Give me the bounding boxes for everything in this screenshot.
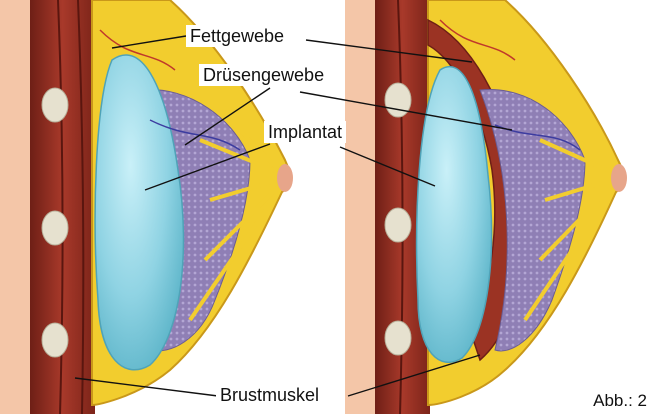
figure-number: Abb.: 2 (590, 390, 650, 412)
right-rib-3 (385, 321, 411, 355)
label-implant: Implantat (264, 121, 346, 143)
right-rib-2 (385, 208, 411, 242)
label-chest-muscle: Brustmuskel (216, 384, 323, 406)
left-rib-1 (42, 88, 68, 122)
left-rib-2 (42, 211, 68, 245)
right-nipple (611, 164, 627, 192)
left-nipple (277, 164, 293, 192)
label-fat-tissue: Fettgewebe (186, 25, 288, 47)
left-rib-3 (42, 323, 68, 357)
label-gland-tissue: Drüsengewebe (199, 64, 328, 86)
